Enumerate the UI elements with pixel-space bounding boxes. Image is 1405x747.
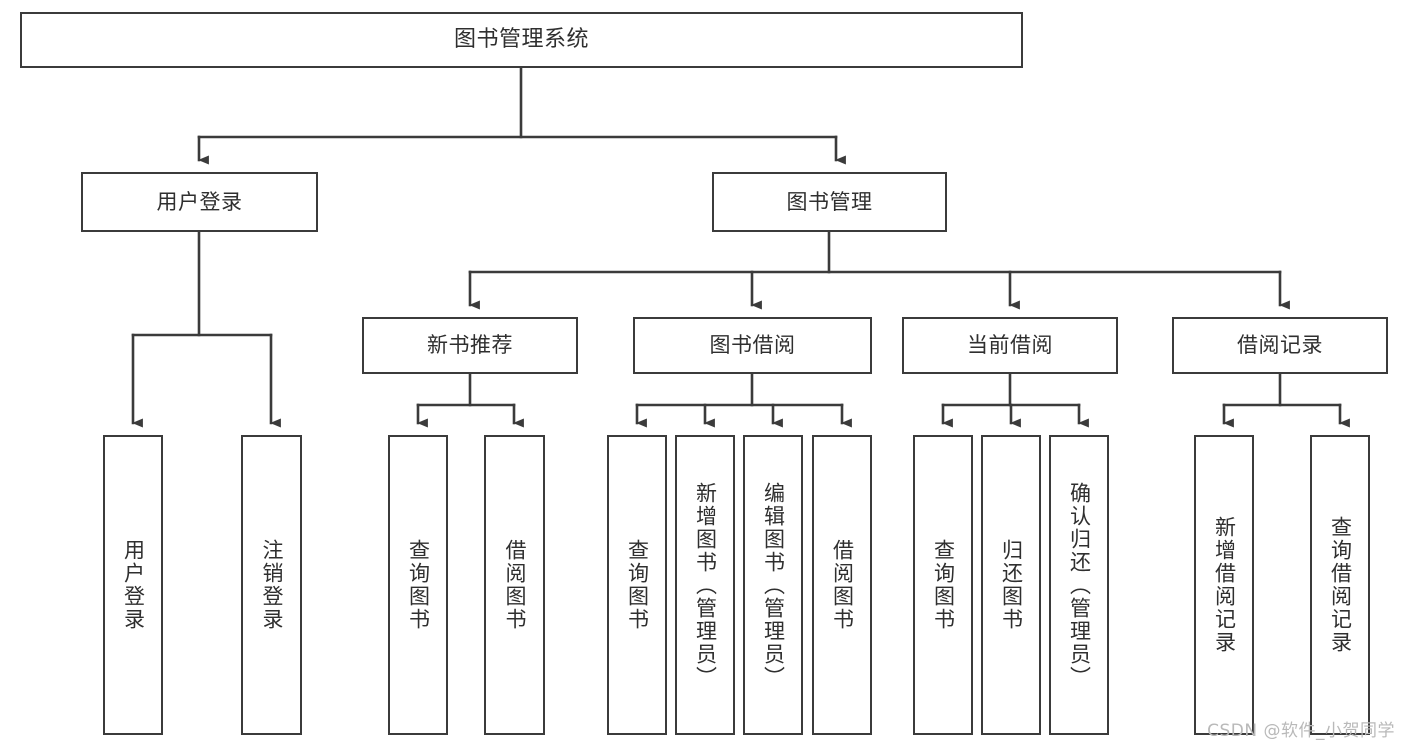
node-borrow-record[interactable]: 借阅记录 (1172, 317, 1388, 374)
node-leaf-borrow-book-1[interactable]: 借阅图书 (484, 435, 545, 735)
node-leaf-borrow-book-2-label: 借阅图书 (830, 539, 855, 631)
node-leaf-query-book-1[interactable]: 查询图书 (388, 435, 448, 735)
node-leaf-add-record-label: 新增借阅记录 (1212, 516, 1237, 654)
node-current-borrow[interactable]: 当前借阅 (902, 317, 1118, 374)
node-leaf-return-book[interactable]: 归还图书 (981, 435, 1041, 735)
node-leaf-query-book-3[interactable]: 查询图书 (913, 435, 973, 735)
node-leaf-query-book-1-label: 查询图书 (406, 539, 431, 631)
node-leaf-edit-book-label: 编辑图书（管理员） (761, 481, 786, 689)
node-new-book-rec-label: 新书推荐 (427, 333, 513, 358)
node-leaf-borrow-book-2[interactable]: 借阅图书 (812, 435, 872, 735)
node-root[interactable]: 图书管理系统 (20, 12, 1023, 68)
node-leaf-query-record-label: 查询借阅记录 (1328, 516, 1353, 654)
node-leaf-query-book-2[interactable]: 查询图书 (607, 435, 667, 735)
node-leaf-user-login[interactable]: 用户登录 (103, 435, 163, 735)
node-leaf-add-book-label: 新增图书（管理员） (693, 481, 718, 689)
node-user-login[interactable]: 用户登录 (81, 172, 318, 232)
node-leaf-borrow-book-1-label: 借阅图书 (502, 539, 527, 631)
node-user-login-label: 用户登录 (156, 189, 243, 214)
node-leaf-add-book[interactable]: 新增图书（管理员） (675, 435, 735, 735)
node-book-manage-label: 图书管理 (786, 189, 873, 214)
node-leaf-logout[interactable]: 注销登录 (241, 435, 302, 735)
node-root-label: 图书管理系统 (453, 27, 589, 53)
node-leaf-confirm-return[interactable]: 确认归还（管理员） (1049, 435, 1109, 735)
node-book-manage[interactable]: 图书管理 (712, 172, 947, 232)
node-book-borrow[interactable]: 图书借阅 (633, 317, 872, 374)
node-current-borrow-label: 当前借阅 (967, 333, 1053, 358)
node-leaf-return-book-label: 归还图书 (999, 539, 1024, 631)
node-leaf-query-book-3-label: 查询图书 (931, 539, 956, 631)
watermark: CSDN @软件_小贺同学 (1207, 721, 1395, 741)
node-book-borrow-label: 图书借阅 (709, 333, 796, 358)
node-new-book-rec[interactable]: 新书推荐 (362, 317, 578, 374)
node-leaf-query-record[interactable]: 查询借阅记录 (1310, 435, 1370, 735)
node-leaf-logout-label: 注销登录 (259, 539, 284, 631)
node-leaf-user-login-label: 用户登录 (121, 539, 146, 631)
node-borrow-record-label: 借阅记录 (1237, 333, 1323, 358)
node-leaf-edit-book[interactable]: 编辑图书（管理员） (743, 435, 803, 735)
node-leaf-add-record[interactable]: 新增借阅记录 (1194, 435, 1254, 735)
node-leaf-query-book-2-label: 查询图书 (625, 539, 650, 631)
node-leaf-confirm-return-label: 确认归还（管理员） (1067, 481, 1092, 689)
